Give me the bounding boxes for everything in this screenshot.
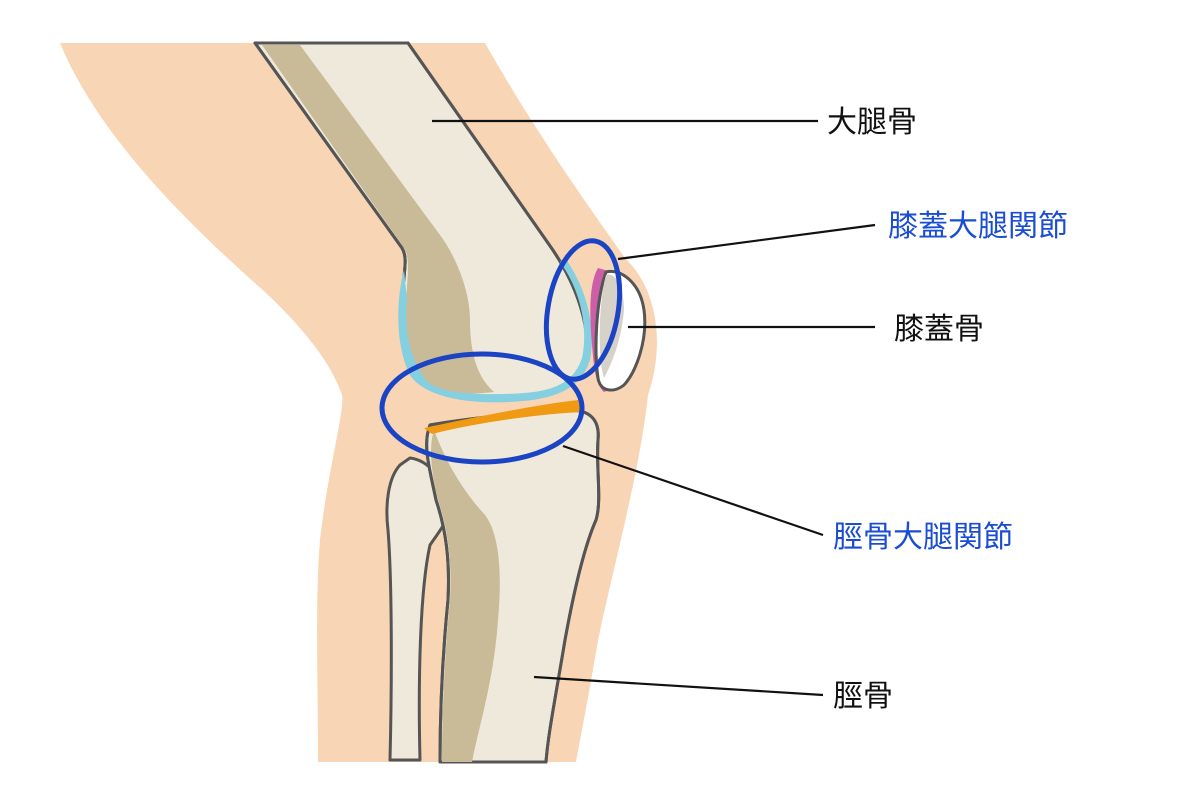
femur-label: 大腿骨 (827, 105, 917, 140)
tibia-leader-line (533, 675, 824, 697)
tibia-label: 脛骨 (833, 679, 893, 714)
patellofemoral-joint-circle (543, 238, 623, 382)
femur-shadow (262, 45, 494, 394)
tibiofemoral-leader-line (562, 444, 824, 537)
patella-label: 膝蓋骨 (894, 312, 984, 347)
femur-cartilage (398, 258, 592, 403)
patellofemoral-leader-line (617, 223, 876, 261)
tibiofemoral-joint-label: 脛骨大腿関節 (833, 520, 1013, 555)
patellofemoral-joint-label: 膝蓋大腿関節 (888, 209, 1068, 244)
tibiofemoral-joint-circle (379, 351, 585, 465)
tibia-cartilage (424, 400, 582, 434)
tibia-shadow (431, 430, 500, 762)
